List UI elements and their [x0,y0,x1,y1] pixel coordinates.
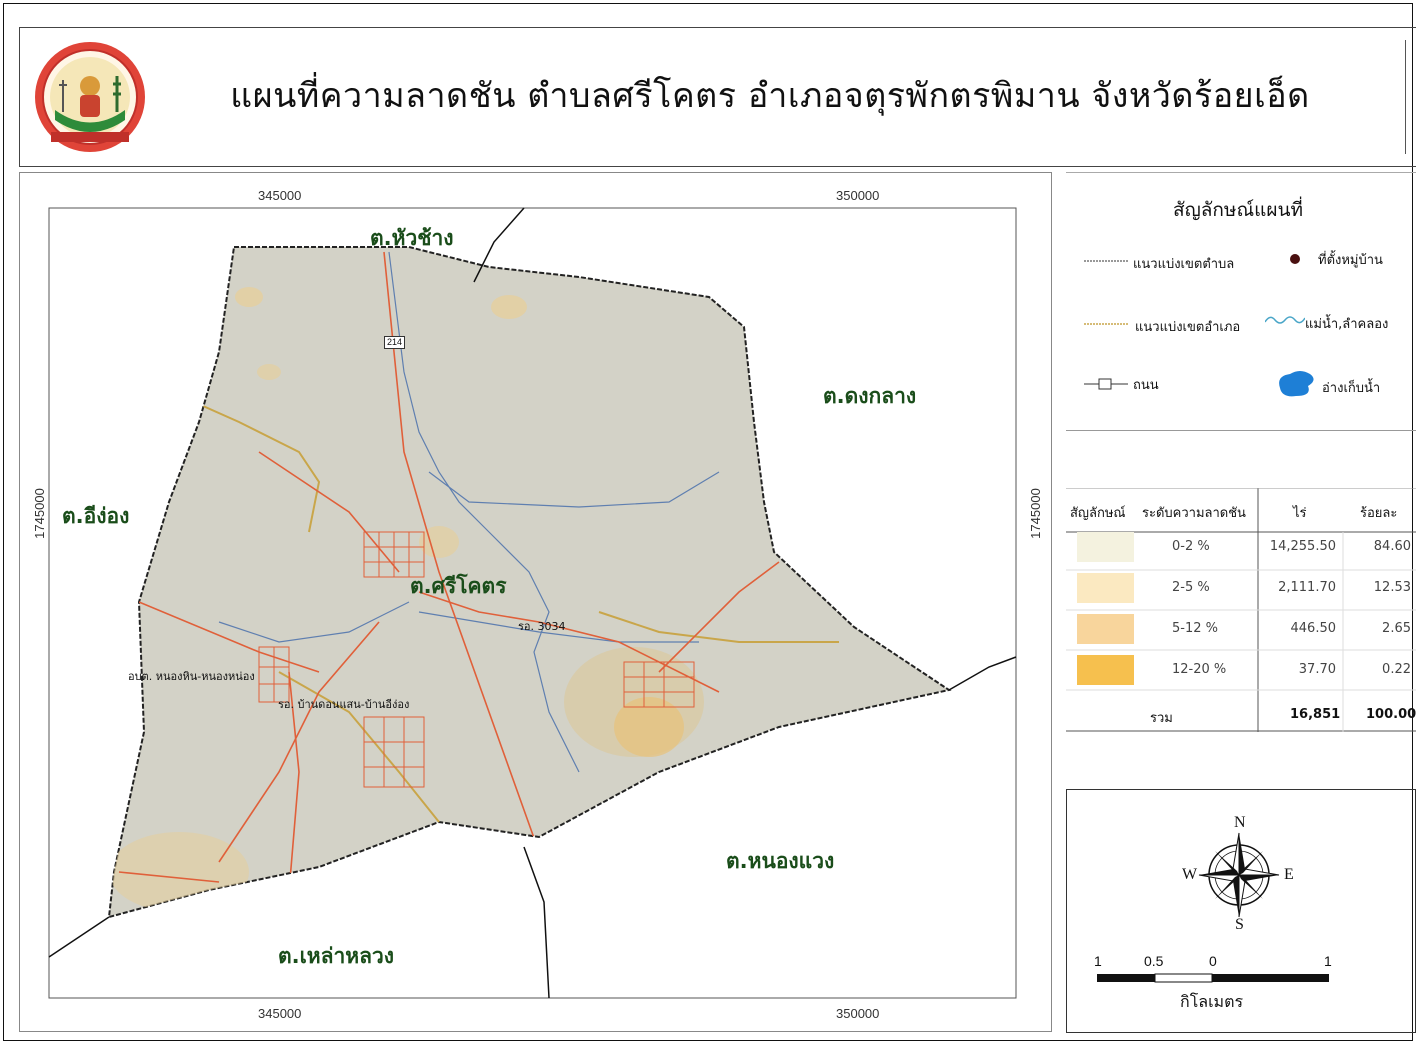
scale-tick-2: 0 [1209,953,1217,969]
table-total-rai: 16,851 [1290,707,1341,722]
header-divider [1405,40,1406,154]
road-west-label: อบต. หนองหิน-หนองหน่อง [128,670,255,683]
slope-percent: 0.22 [1382,662,1411,677]
map-title: แผนที่ความลาดชัน ตำบลศรีโคตร อำเภอจตุรพั… [230,76,1310,116]
village-dot-icon [1290,254,1300,264]
slope-swatch [1077,532,1134,562]
slope-rai: 2,111.70 [1278,580,1336,595]
legend-river-label: แม่น้ำ,ลำคลอง [1305,317,1389,332]
reservoir-shape-icon [1279,371,1314,397]
slope-range: 5-12 % [1172,621,1218,636]
table-total-label: รวม [1150,711,1173,726]
place-southwest: ต.เหล่าหลวง [278,944,395,968]
boundary-west [48,916,110,958]
compass-n: N [1234,814,1246,831]
boundary-east [948,656,1017,691]
legend-district-label: แนวแบ่งเขตอำเภอ [1135,320,1241,335]
slope-range: 12-20 % [1172,662,1227,677]
district-line-icon [1084,323,1128,325]
road-shield-icon [1084,378,1128,390]
coord-left-mid: 1745000 [31,488,47,539]
header-panel [19,27,1416,167]
legend-separator [1066,430,1416,431]
slope-rai: 446.50 [1290,621,1337,636]
coord-top-right: 350000 [836,188,880,203]
map-frame [19,172,1052,1032]
coord-top-left: 345000 [258,188,302,203]
road-3034-label: รอ. 3034 [518,620,566,633]
table-header-symbol: สัญลักษณ์ [1070,506,1126,521]
table-lines [1066,488,1416,732]
legend-title: สัญลักษณ์แผนที่ [1173,199,1303,221]
compass-e: E [1284,866,1294,883]
slope-rai: 14,255.50 [1269,539,1336,554]
highway-214-shield: 214 [384,336,406,349]
legend-road-label: ถนน [1133,378,1159,393]
scale-tick-1: 0.5 [1144,953,1164,969]
place-north: ต.หัวช้าง [370,226,454,250]
dashed-line-icon [1084,260,1128,262]
coord-right-mid: 1745000 [1027,488,1043,539]
outer-frame [3,3,1413,1041]
coord-bottom-right: 350000 [836,1006,880,1021]
legend-village-label: ที่ตั้งหมู่บ้าน [1318,253,1383,268]
scale-bar [1097,973,1329,983]
slope-range: 0-2 % [1172,539,1210,554]
slope-swatch [1077,655,1134,685]
river-wave-icon [1265,316,1305,324]
coord-bottom-left: 345000 [258,1006,302,1021]
compass-s: S [1235,916,1244,933]
slope-range: 2-5 % [1172,580,1210,595]
place-east: ต.ดงกลาง [823,384,917,408]
table-header-rai: ไร่ [1293,506,1307,521]
road-south-label: รอ. บ้านดอนแสน-บ้านอีง่อง [278,698,410,711]
slope-swatch [1077,573,1134,603]
place-southeast: ต.หนองแวง [726,849,835,873]
scale-unit: กิโลเมตร [1180,992,1244,1011]
map-canvas [48,207,1017,999]
legend-panel [1066,172,1416,733]
table-total-percent: 100.00 [1366,707,1416,722]
boundary-north [473,207,525,283]
place-center: ต.ศรีโคตร [410,574,507,598]
slope-percent: 84.60 [1373,539,1411,554]
table-header-slope: ระดับความลาดชัน [1142,506,1246,521]
slope-rai: 37.70 [1298,662,1336,677]
compass-w: W [1182,866,1198,883]
table-header-percent: ร้อยละ [1360,506,1398,521]
scale-tick-0: 1 [1094,953,1102,969]
place-west: ต.อีง่อง [62,504,130,528]
slope-swatch [1077,614,1134,644]
legend-subdistrict-label: แนวแบ่งเขตตำบล [1133,257,1235,272]
compass-rose-icon [1198,832,1280,918]
boundary-south [523,846,550,999]
seal-logo-icon [35,42,145,152]
scale-tick-3: 1 [1324,953,1332,969]
slope-percent: 12.53 [1373,580,1411,595]
legend-reservoir-label: อ่างเก็บน้ำ [1322,381,1381,396]
slope-percent: 2.65 [1382,621,1411,636]
